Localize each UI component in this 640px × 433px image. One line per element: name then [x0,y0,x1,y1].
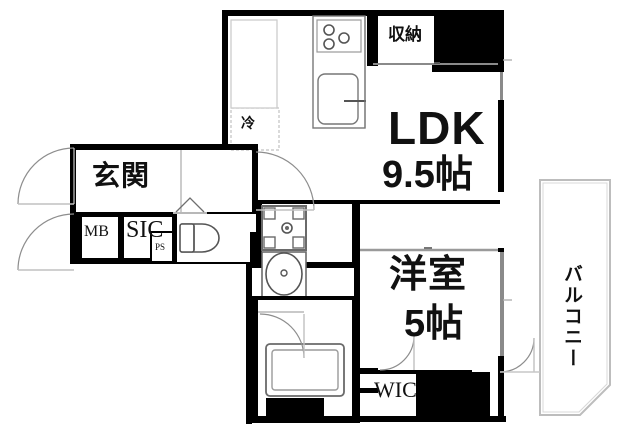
bathroom-sill-block [266,398,324,420]
kitchen-sink [317,73,359,125]
balcony-door-swing [499,337,540,373]
bathroom-door-swing [259,313,305,359]
washroom-door-swing [258,150,310,202]
storage-closet [372,14,498,66]
stove-burner [323,24,335,36]
room-label-wic: WIC [374,377,417,402]
room-label-bedroom: 洋室 [389,254,468,296]
refrigerator-space [230,107,280,151]
room-label-sic: SIC [126,217,164,243]
room-label-ldk: LDK [388,102,486,154]
washroom [250,200,360,300]
room-label-entrance: 玄関 [92,160,151,191]
room-label-mb: MB [84,223,109,240]
toilet-room [177,214,257,262]
room-size-ldk: 9.5帖 [382,154,473,196]
room-label-storage: 収納 [388,25,422,44]
mb-door-swing [17,213,75,271]
floor-lines [0,264,640,429]
wic-black-block [416,372,490,418]
balcony-outline [539,179,611,416]
entrance-door-swing [17,147,75,205]
stove-burner [323,38,335,50]
sic-folding-door [175,197,205,213]
structural-column-top-right [432,14,504,72]
bathroom [252,296,360,422]
ps-shaft [150,231,174,263]
kitchen-back-counter [230,19,278,109]
room-label-ps: PS [155,242,166,252]
toilet-tank [179,223,195,253]
window-mullions [503,59,512,301]
room-label-balcony: バルコニー [561,264,582,369]
kitchen-door-swing [255,151,315,211]
kitchen-counter [312,14,373,129]
bedroom-walls [354,186,506,422]
room-size-bedroom: 5帖 [404,303,464,345]
label-refrigerator: 冷 [241,115,255,131]
wic-closet [358,335,490,418]
mb-closet [76,212,124,264]
stove-burner [338,32,350,44]
